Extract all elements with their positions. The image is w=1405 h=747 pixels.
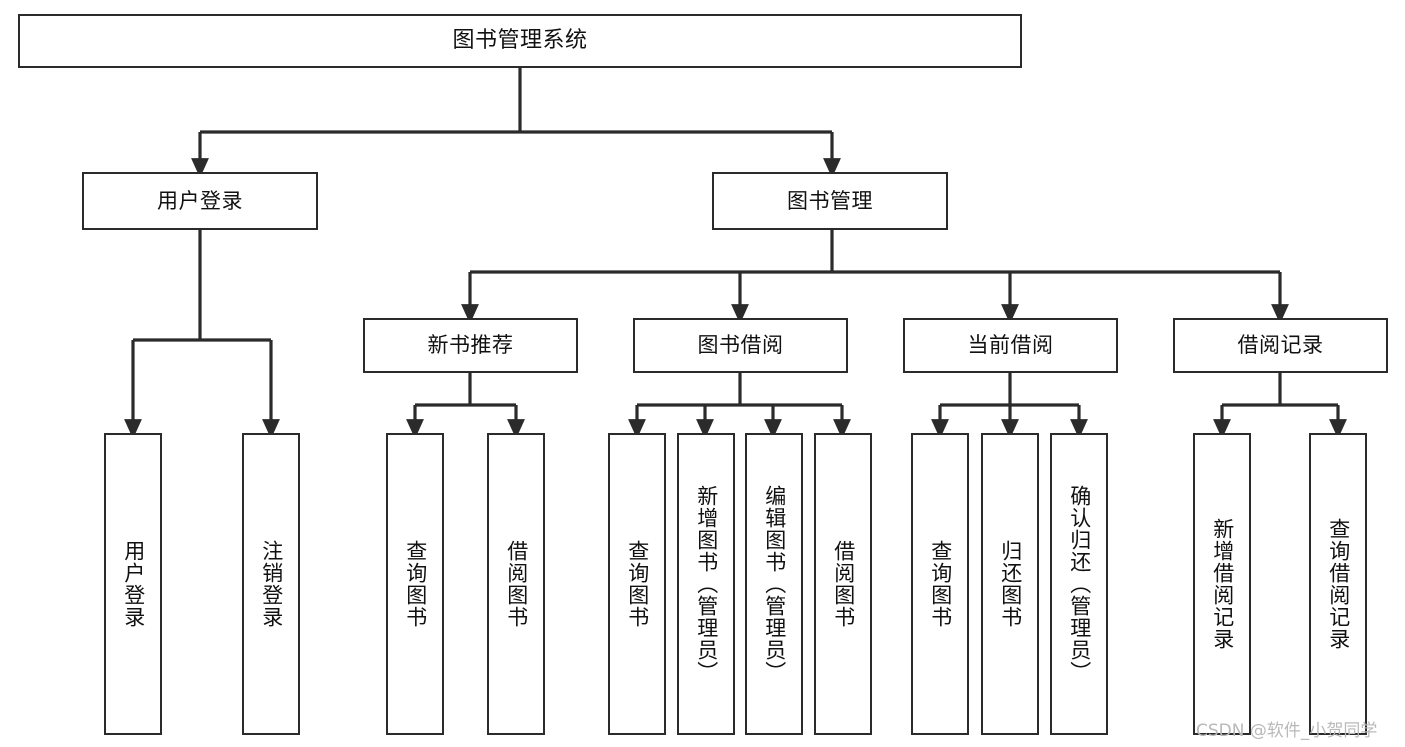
node-root-label: 图书管理系统 bbox=[452, 28, 588, 54]
node-borrow-record-label: 借阅记录 bbox=[1237, 333, 1324, 358]
node-book-borrow[interactable]: 图书借阅 bbox=[633, 318, 848, 373]
node-book-manage[interactable]: 图书管理 bbox=[712, 172, 948, 230]
leaf-new-book-2-label: 借阅图书 bbox=[504, 540, 529, 628]
leaf-user-login-2[interactable]: 注销登录 bbox=[242, 433, 300, 735]
leaf-borrow-record-2[interactable]: 查询借阅记录 bbox=[1309, 433, 1367, 735]
leaf-new-book-1-label: 查询图书 bbox=[403, 540, 428, 628]
leaf-current-borrow-1[interactable]: 查询图书 bbox=[911, 433, 969, 735]
leaf-book-borrow-3-label: 编辑图书（管理员） bbox=[762, 485, 787, 683]
leaf-current-borrow-1-label: 查询图书 bbox=[928, 540, 953, 628]
leaf-new-book-2[interactable]: 借阅图书 bbox=[487, 433, 545, 735]
leaf-book-borrow-4[interactable]: 借阅图书 bbox=[814, 433, 872, 735]
csdn-watermark: CSDN @软件_小贺同学 bbox=[1196, 721, 1378, 741]
leaf-user-login-1[interactable]: 用户登录 bbox=[104, 433, 162, 735]
leaf-user-login-1-label: 用户登录 bbox=[121, 540, 146, 628]
leaf-borrow-record-2-label: 查询借阅记录 bbox=[1326, 518, 1351, 650]
node-book-borrow-label: 图书借阅 bbox=[697, 333, 784, 358]
node-borrow-record[interactable]: 借阅记录 bbox=[1173, 318, 1388, 373]
leaf-borrow-record-1-label: 新增借阅记录 bbox=[1210, 518, 1235, 650]
leaf-book-borrow-1-label: 查询图书 bbox=[625, 540, 650, 628]
node-book-manage-label: 图书管理 bbox=[787, 188, 873, 213]
node-user-login-label: 用户登录 bbox=[157, 188, 243, 213]
leaf-book-borrow-2-label: 新增图书（管理员） bbox=[694, 485, 719, 683]
leaf-book-borrow-2[interactable]: 新增图书（管理员） bbox=[677, 433, 735, 735]
node-root[interactable]: 图书管理系统 bbox=[18, 14, 1022, 68]
node-user-login[interactable]: 用户登录 bbox=[82, 172, 318, 230]
leaf-current-borrow-2[interactable]: 归还图书 bbox=[981, 433, 1039, 735]
node-current-borrow-label: 当前借阅 bbox=[967, 333, 1054, 358]
node-current-borrow[interactable]: 当前借阅 bbox=[903, 318, 1118, 373]
node-new-book-recommend[interactable]: 新书推荐 bbox=[363, 318, 578, 373]
leaf-borrow-record-1[interactable]: 新增借阅记录 bbox=[1193, 433, 1251, 735]
node-new-book-recommend-label: 新书推荐 bbox=[427, 333, 514, 358]
leaf-user-login-2-label: 注销登录 bbox=[259, 540, 284, 628]
leaf-book-borrow-4-label: 借阅图书 bbox=[831, 540, 856, 628]
leaf-current-borrow-2-label: 归还图书 bbox=[998, 540, 1023, 628]
leaf-current-borrow-3[interactable]: 确认归还（管理员） bbox=[1050, 433, 1108, 735]
leaf-new-book-1[interactable]: 查询图书 bbox=[386, 433, 444, 735]
leaf-current-borrow-3-label: 确认归还（管理员） bbox=[1067, 485, 1092, 683]
leaf-book-borrow-3[interactable]: 编辑图书（管理员） bbox=[745, 433, 803, 735]
leaf-book-borrow-1[interactable]: 查询图书 bbox=[608, 433, 666, 735]
